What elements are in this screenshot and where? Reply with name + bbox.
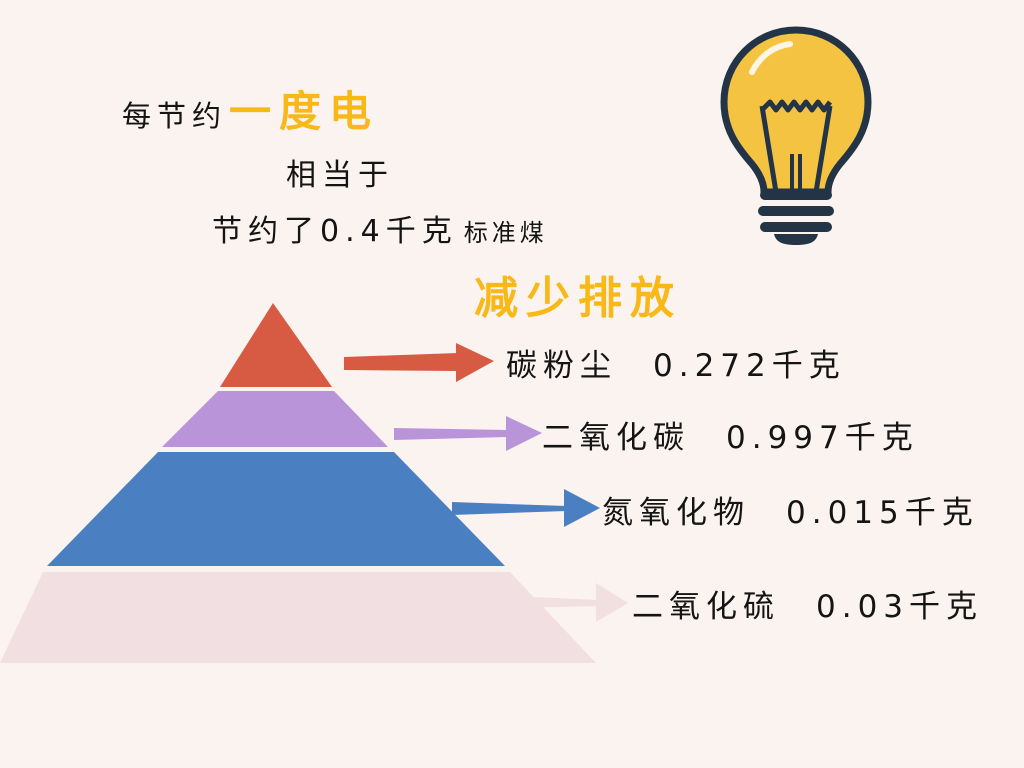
coal-saving-statement: 节约了0.4千克标准煤 [212, 206, 548, 250]
pyramid-level-carbon-dust [220, 303, 332, 387]
emission-amount: 0.997千克 [726, 420, 919, 456]
arrow-carbon-dioxide [394, 416, 542, 451]
arrow-carbon-dust [344, 343, 494, 382]
saving-statement: 每节约一度电 [122, 78, 379, 139]
emission-name: 二氧化碳 [542, 420, 690, 456]
emission-name: 氮氧化物 [602, 495, 750, 531]
emission-amount: 0.272千克 [653, 348, 846, 384]
emission-amount: 0.03千克 [816, 589, 984, 625]
emission-name: 二氧化硫 [632, 589, 780, 625]
saving-highlight: 一度电 [229, 87, 380, 136]
pyramid-level-nitrogen-oxides [47, 452, 505, 566]
emission-item-sulfur-dioxide: 二氧化硫 0.03千克 [632, 581, 983, 626]
pyramid-level-sulfur-dioxide [0, 572, 596, 663]
emission-name: 碳粉尘 [506, 348, 617, 384]
emission-item-carbon-dust: 碳粉尘 0.272千克 [506, 340, 846, 385]
emission-item-nitrogen-oxides: 氮氧化物 0.015千克 [602, 487, 979, 532]
emission-item-carbon-dioxide: 二氧化碳 0.997千克 [542, 412, 919, 457]
saving-prefix: 每节约 [122, 99, 228, 133]
coal-saving-main: 节约了0.4千克 [212, 214, 458, 249]
coal-saving-unit: 标准煤 [463, 219, 548, 247]
emission-amount: 0.015千克 [786, 495, 979, 531]
arrow-sulfur-dioxide [512, 583, 628, 622]
light-bulb-icon [720, 26, 872, 245]
equivalent-label: 相当于 [286, 158, 394, 193]
arrow-nitrogen-oxides [452, 489, 600, 527]
emission-reduction-heading: 减少排放 [474, 273, 682, 324]
pyramid-level-carbon-dioxide [162, 391, 388, 447]
